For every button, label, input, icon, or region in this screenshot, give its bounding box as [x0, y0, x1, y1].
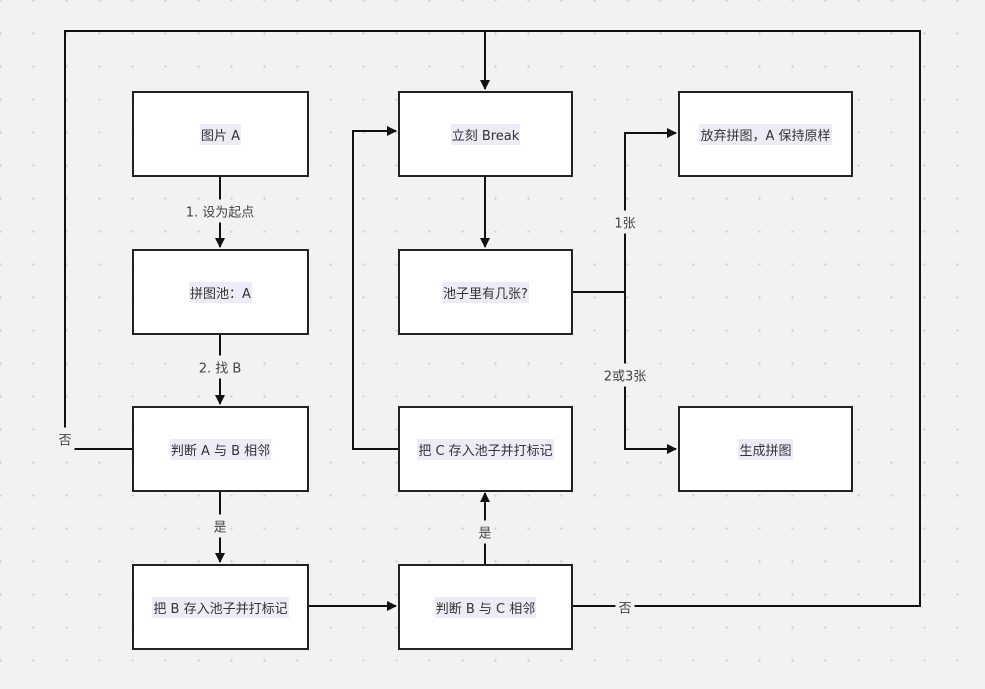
node-label: 放弃拼图，A 保持原样 — [699, 123, 832, 145]
edge-judge-bc-no — [485, 30, 921, 607]
node-label: 图片 A — [199, 123, 242, 145]
edge-count-two-three — [624, 292, 677, 454]
edge-label-ab-no: 否 — [55, 427, 75, 451]
node-store-b[interactable]: 把 B 存入池子并打标记 — [132, 564, 309, 650]
node-label: 立刻 Break — [450, 123, 521, 145]
node-image-a[interactable]: 图片 A — [132, 91, 309, 177]
edge-label-two-three: 2或3张 — [600, 363, 650, 387]
node-store-c[interactable]: 把 C 存入池子并打标记 — [398, 406, 573, 492]
node-label: 判断 A 与 B 相邻 — [169, 438, 272, 460]
node-generate[interactable]: 生成拼图 — [678, 406, 853, 492]
edge-label-set-start: 1. 设为起点 — [182, 199, 258, 223]
edge-label-bc-no: 否 — [615, 595, 635, 619]
edge-store-c-to-break — [352, 126, 398, 450]
node-label: 把 B 存入池子并打标记 — [152, 596, 289, 618]
node-label: 判断 B 与 C 相邻 — [434, 596, 537, 618]
edge-label-ab-yes: 是 — [210, 514, 230, 538]
node-judge-ab[interactable]: 判断 A 与 B 相邻 — [132, 406, 309, 492]
edge-label-bc-yes: 是 — [475, 520, 495, 544]
node-pool-a[interactable]: 拼图池：A — [132, 249, 309, 335]
node-label: 生成拼图 — [738, 438, 793, 460]
node-label: 池子里有几张? — [442, 281, 529, 303]
edge-label-find-b: 2. 找 B — [195, 355, 245, 379]
node-break-now[interactable]: 立刻 Break — [398, 91, 573, 177]
node-give-up[interactable]: 放弃拼图，A 保持原样 — [678, 91, 853, 177]
node-label: 把 C 存入池子并打标记 — [417, 438, 554, 460]
node-judge-bc[interactable]: 判断 B 与 C 相邻 — [398, 564, 573, 650]
node-pool-count[interactable]: 池子里有几张? — [398, 249, 573, 335]
edge-judge-ab-no — [64, 30, 490, 450]
node-label: 拼图池：A — [189, 281, 252, 303]
edge-label-one: 1张 — [611, 210, 639, 234]
